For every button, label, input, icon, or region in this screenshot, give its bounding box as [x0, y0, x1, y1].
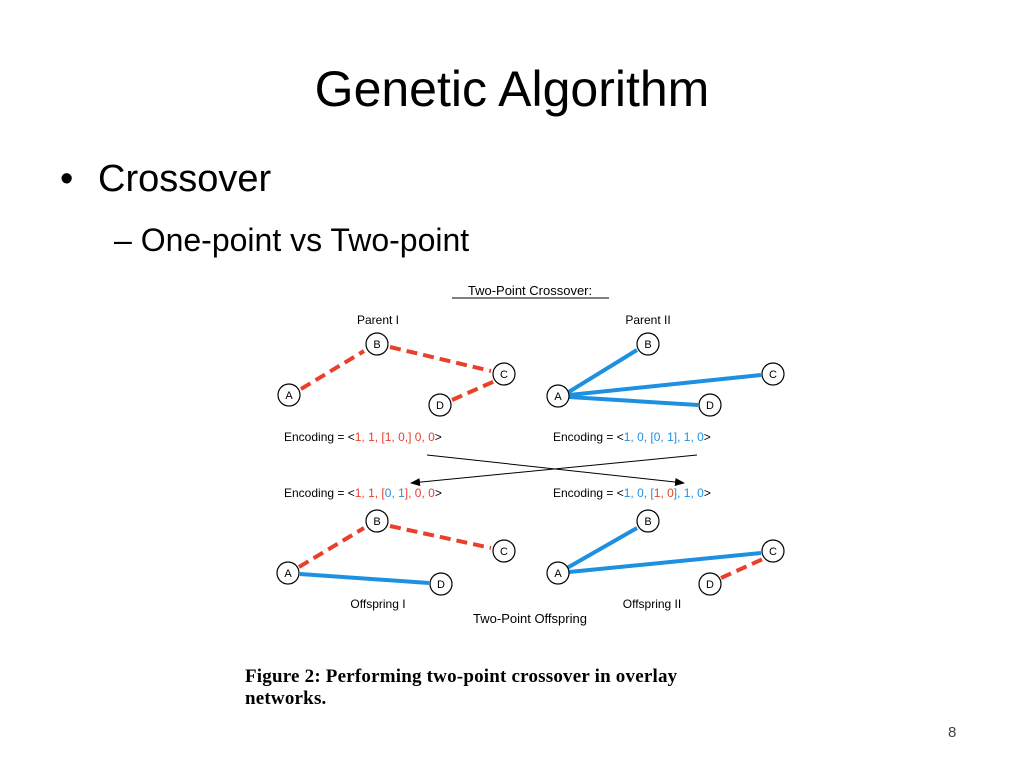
- parent1-node-b: B: [365, 332, 389, 356]
- svg-text:A: A: [285, 390, 293, 402]
- svg-text:C: C: [500, 369, 508, 381]
- figure-caption-line-2: networks.: [245, 688, 327, 709]
- offspring2-edge-a-c: [568, 551, 762, 574]
- parent1-graph: A B C D: [277, 332, 516, 417]
- offspring1-node-a: A: [276, 561, 300, 585]
- offspring1-encoding-segment: 1, 1, [: [355, 486, 386, 500]
- parent2-node-b: B: [636, 332, 660, 356]
- offspring1-edge-b-c: [389, 524, 492, 550]
- parent2-graph: A B C D: [546, 332, 785, 417]
- parent1-label: Parent I: [357, 313, 399, 327]
- parent1-node-d: D: [428, 393, 452, 417]
- offspring1-node-d: D: [429, 572, 453, 596]
- offspring1-encoding-segment: >: [435, 486, 442, 500]
- offspring1-edge-a-d: [299, 572, 430, 585]
- figure-caption: Figure 2: Performing two-point crossover…: [245, 666, 845, 710]
- offspring1-node-c: C: [492, 539, 516, 563]
- parent1-node-a: A: [277, 383, 301, 407]
- svg-text:A: A: [554, 391, 562, 403]
- offspring2-label: Offspring II: [623, 597, 681, 611]
- parent1-encoding-segment: >: [435, 430, 442, 444]
- parent2-encoding-segment: 1, 0, [0, 1], 1, 0: [624, 430, 704, 444]
- diagram-header: Two-Point Crossover:: [468, 283, 592, 298]
- parent2-label: Parent II: [625, 313, 670, 327]
- offspring1-edge-a-b: [297, 526, 366, 569]
- bullet-crossover: • Crossover: [60, 157, 271, 203]
- offspring2-encoding-segment: ], 1, 0: [674, 486, 704, 500]
- parent2-encoding-segment: >: [704, 430, 711, 444]
- parent2-node-c: C: [761, 362, 785, 386]
- parent2-edge-a-d: [568, 395, 699, 407]
- offspring2-encoding-segment: 1, 0: [654, 486, 674, 500]
- svg-text:B: B: [373, 516, 380, 528]
- offspring2-encoding-segment: >: [704, 486, 711, 500]
- figure-caption-line-1: Figure 2: Performing two-point crossover…: [245, 666, 678, 687]
- offspring2-graph: A B C D: [546, 509, 785, 596]
- offspring2-node-c: C: [761, 539, 785, 563]
- svg-text:A: A: [284, 568, 292, 580]
- svg-text:D: D: [437, 579, 445, 591]
- svg-text:D: D: [436, 400, 444, 412]
- svg-text:D: D: [706, 400, 714, 412]
- parent2-node-a: A: [546, 384, 570, 408]
- parent1-edge-a-b: [299, 349, 366, 391]
- offspring2-encoding-segment: 1, 0, [: [624, 486, 655, 500]
- svg-text:A: A: [554, 568, 562, 580]
- offspring1-label: Offspring I: [350, 597, 405, 611]
- parent2-edge-a-c: [568, 373, 762, 397]
- svg-text:B: B: [644, 516, 651, 528]
- parent2-encoding: Encoding = <1, 0, [0, 1], 1, 0>: [553, 430, 711, 444]
- diagram-footer: Two-Point Offspring: [473, 611, 587, 626]
- bullet-marker: •: [60, 158, 74, 200]
- parent1-encoding: Encoding = <1, 1, [1, 0,] 0, 0>: [284, 430, 442, 444]
- svg-text:C: C: [769, 369, 777, 381]
- offspring2-node-d: D: [698, 572, 722, 596]
- svg-text:D: D: [706, 579, 714, 591]
- parent1-node-c: C: [492, 362, 516, 386]
- svg-text:B: B: [373, 339, 380, 351]
- parent1-encoding-segment: 1, 1, [1, 0,] 0, 0: [355, 430, 435, 444]
- offspring1-encoding-segment: ], 0, 0: [405, 486, 435, 500]
- svg-text:C: C: [500, 546, 508, 558]
- offspring2-node-a: A: [546, 561, 570, 585]
- offspring1-encoding: Encoding = <1, 1, [0, 1], 0, 0>: [284, 486, 442, 500]
- parent1-edge-b-c: [389, 345, 492, 373]
- offspring2-edge-d-c: [720, 557, 764, 580]
- offspring1-node-b: B: [365, 509, 389, 533]
- offspring2-encoding: Encoding = <1, 0, [1, 0], 1, 0>: [553, 486, 711, 500]
- slide-number: 8: [948, 724, 957, 741]
- parent2-edge-a-b: [565, 348, 639, 395]
- crossover-arrow-left: [410, 454, 698, 487]
- offspring2-edge-a-b: [566, 526, 638, 570]
- svg-text:C: C: [769, 546, 777, 558]
- offspring1-graph: A B C D: [276, 509, 516, 596]
- offspring2-node-b: B: [636, 509, 660, 533]
- bullet-text: Crossover: [98, 158, 272, 200]
- offspring1-encoding-segment: 0, 1: [385, 486, 405, 500]
- parent1-edge-d-c: [451, 379, 496, 402]
- slide-title: Genetic Algorithm: [314, 61, 710, 117]
- parent2-node-d: D: [698, 393, 722, 417]
- sub-bullet-one-vs-two-point: – One-point vs Two-point: [114, 222, 470, 258]
- svg-text:B: B: [644, 339, 651, 351]
